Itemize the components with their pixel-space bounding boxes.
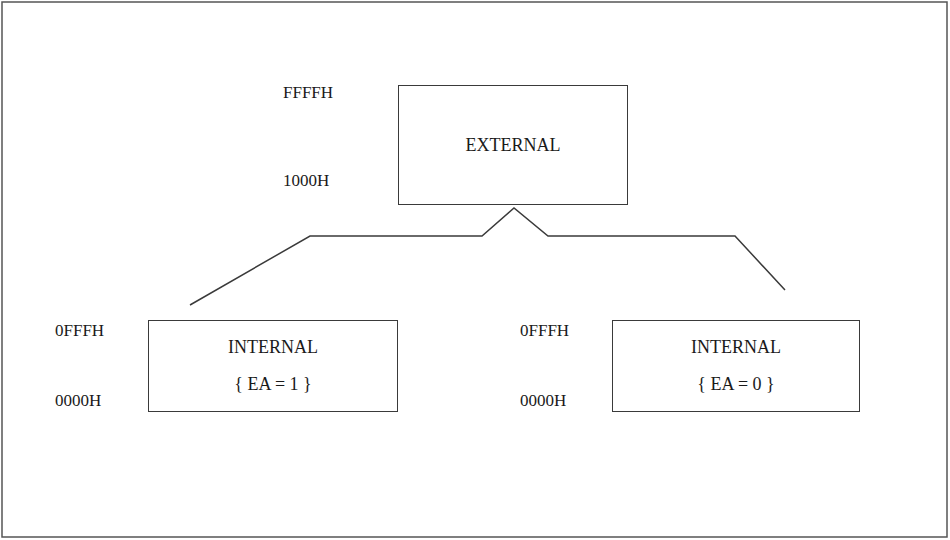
pin-condition: { EA = 1 } [234, 374, 311, 395]
memory-box: EXTERNAL [398, 85, 628, 205]
memory-name: EXTERNAL [466, 135, 561, 156]
address-label: 0000H [55, 391, 101, 411]
memory-name: INTERNAL [691, 337, 781, 358]
address-label: FFFFH [283, 83, 333, 103]
pin-condition: { EA = 0 } [697, 374, 774, 395]
address-label: 0FFFH [520, 321, 569, 341]
address-label: 0FFFH [55, 321, 104, 341]
brace [190, 208, 785, 305]
address-label: 1000H [283, 171, 329, 191]
memory-box: INTERNAL { EA = 0 } [612, 320, 860, 412]
memory-box: INTERNAL { EA = 1 } [148, 320, 398, 412]
address-label: 0000H [520, 391, 566, 411]
memory-name: INTERNAL [228, 337, 318, 358]
